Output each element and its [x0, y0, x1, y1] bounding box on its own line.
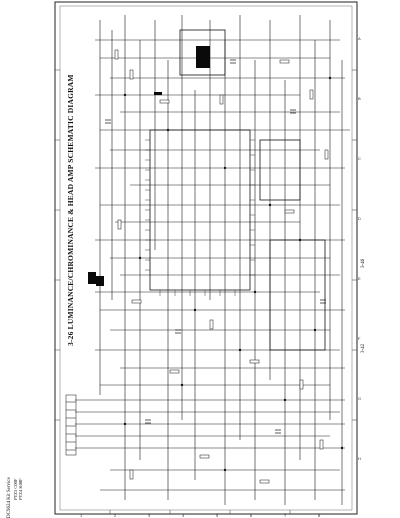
zone-label-d: D: [358, 216, 361, 221]
brand-label: DC9624 Kit Service: [7, 477, 12, 518]
zone-label-h: H: [358, 456, 361, 461]
capacitors: [105, 59, 326, 434]
zone-label-f: F: [358, 336, 361, 341]
page-number: 3-46: [361, 258, 366, 268]
wiring-horizontal: [75, 39, 350, 491]
zone-label-b: B: [358, 96, 361, 101]
zone-label-1: 1: [80, 513, 83, 518]
passives: [114, 49, 329, 484]
zone-label-e: E: [358, 276, 361, 281]
sheet-border: [54, 1, 358, 515]
block-dark-mid: [154, 92, 162, 95]
junctions: [123, 76, 344, 472]
zone-label-4: 4: [182, 513, 185, 518]
zone-label-6: 6: [250, 513, 253, 518]
ic-secondary: [269, 239, 326, 351]
model-label: PTZ3 C00F PTZ4 K00F: [13, 478, 23, 500]
block-dark-upper: [196, 46, 210, 68]
ic-main: [149, 129, 251, 291]
border-ticks: [55, 69, 357, 514]
zone-label-5: 5: [216, 513, 219, 518]
zone-label-7: 7: [284, 513, 287, 518]
block-dark-left-a: [88, 272, 96, 284]
inner-border: [59, 5, 353, 511]
dark-components: [88, 46, 210, 286]
ic-pins: [145, 139, 255, 296]
block-dark-left-b: [96, 276, 104, 286]
zone-label-c: C: [358, 156, 361, 161]
zone-label-8: 8: [318, 513, 321, 518]
connector-block: [65, 394, 77, 456]
zone-label-g: G: [358, 396, 361, 401]
zone-label-3: 3: [148, 513, 151, 518]
wiring-vertical: [99, 15, 343, 505]
diagram-title: 3-26 LUMINANCE/CHROMINANCE & HEAD AMP SC…: [66, 74, 75, 346]
ic-upper: [179, 29, 226, 76]
zone-label-2: 2: [114, 513, 117, 518]
page-number-alt: 3-42: [361, 343, 366, 353]
ic-right: [259, 139, 301, 201]
zone-label-a: A: [358, 36, 361, 41]
